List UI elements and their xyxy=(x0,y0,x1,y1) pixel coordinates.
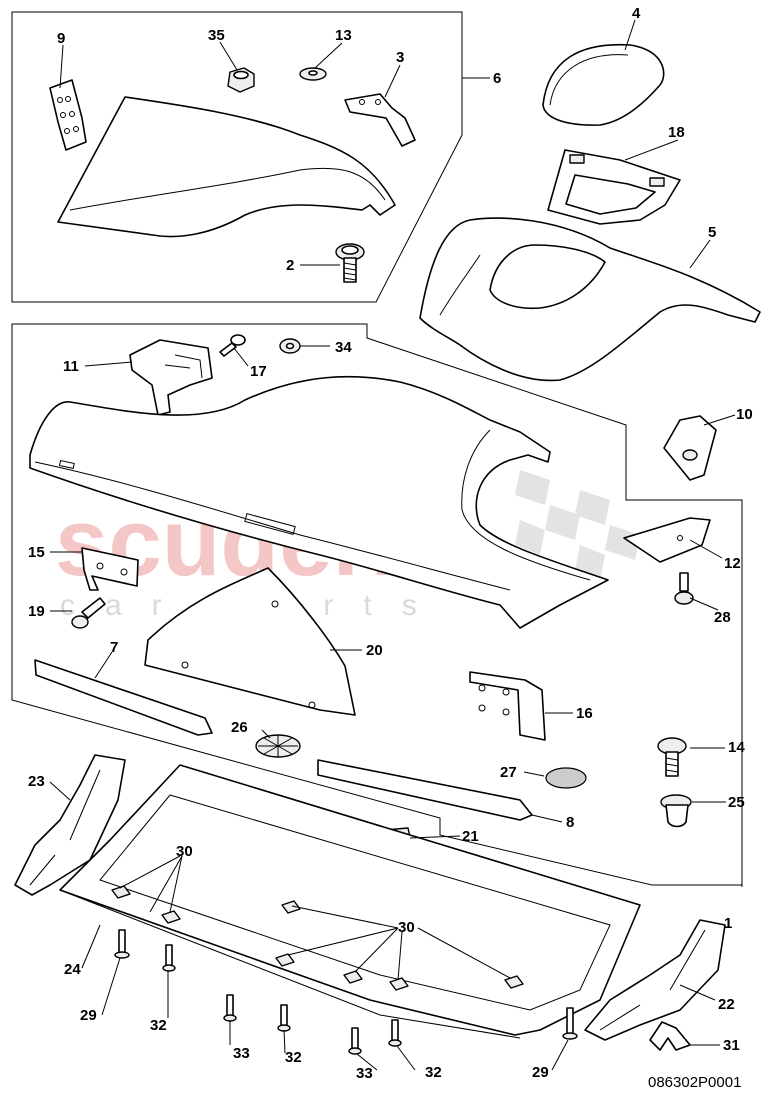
part-9-bracket xyxy=(49,79,87,151)
callout-1: 1 xyxy=(724,915,732,932)
part-12-flap xyxy=(623,517,711,563)
callout-7: 7 xyxy=(110,639,118,656)
part-16-bracket xyxy=(469,671,546,741)
callout-14: 14 xyxy=(728,739,745,756)
callout-12: 12 xyxy=(724,555,741,572)
part-10-bracket xyxy=(663,415,717,481)
part-11-bracket xyxy=(129,339,213,416)
part-15-bracket xyxy=(81,547,139,591)
rear-panel xyxy=(29,375,609,629)
callout-33-b: 33 xyxy=(356,1065,373,1082)
leader-lines xyxy=(49,19,743,1071)
part-32-screw-b xyxy=(277,1004,291,1032)
screws xyxy=(114,929,578,1055)
callout-24: 24 xyxy=(64,961,81,978)
callout-5: 5 xyxy=(708,224,716,241)
part-33-screw-b xyxy=(348,1027,362,1055)
callout-30-lower: 30 xyxy=(398,919,415,936)
callout-28: 28 xyxy=(714,609,731,626)
callout-26: 26 xyxy=(231,719,248,736)
part-2-screw xyxy=(335,243,365,283)
callout-29-left: 29 xyxy=(80,1007,97,1024)
part-29-screw-left xyxy=(114,929,130,959)
callout-9: 9 xyxy=(57,30,65,47)
part-18-frame xyxy=(547,149,681,225)
part-33-screw-a xyxy=(223,994,237,1022)
callout-16: 16 xyxy=(576,705,593,722)
callout-15: 15 xyxy=(28,544,45,561)
callout-11: 11 xyxy=(63,358,79,375)
part-29-screw-right xyxy=(562,1007,578,1040)
callout-29-right: 29 xyxy=(532,1064,549,1081)
callout-20: 20 xyxy=(366,642,383,659)
callout-18: 18 xyxy=(668,124,685,141)
part-34-washer xyxy=(279,338,301,354)
callout-13: 13 xyxy=(335,27,352,44)
part-4-lid xyxy=(542,43,665,126)
part-25-grommet xyxy=(660,794,692,828)
callout-35: 35 xyxy=(208,27,225,44)
callout-23: 23 xyxy=(28,773,45,790)
part-14-screw xyxy=(657,737,687,777)
part-19-screw xyxy=(71,597,106,629)
part-28-screw xyxy=(674,572,694,605)
part-30-nuts xyxy=(111,885,524,991)
callout-10: 10 xyxy=(736,406,753,423)
part-32-screw-a xyxy=(162,944,176,972)
callout-3: 3 xyxy=(396,49,404,66)
part-27-mesh xyxy=(545,767,587,789)
callout-4: 4 xyxy=(632,5,641,22)
part-17-screw xyxy=(219,334,246,357)
callout-33-a: 33 xyxy=(233,1045,250,1062)
callout-22: 22 xyxy=(718,996,735,1013)
part-5-console xyxy=(419,217,761,382)
checkered-flag xyxy=(515,470,640,580)
callout-34: 34 xyxy=(335,339,352,356)
part-22-rail xyxy=(584,919,726,1041)
callout-32-c: 32 xyxy=(425,1064,442,1081)
part-6-cover xyxy=(57,96,396,238)
part-13-washer xyxy=(299,67,327,81)
part-26-grille xyxy=(255,734,301,758)
part-3-bracket xyxy=(344,93,416,147)
callout-32-a: 32 xyxy=(150,1017,167,1034)
part-7-strip xyxy=(34,659,213,736)
part-24-tray xyxy=(59,764,641,1039)
part-32-screw-c xyxy=(388,1019,402,1047)
group-box-middle xyxy=(11,323,743,886)
callout-30-upper: 30 xyxy=(176,843,193,860)
callout-32-b: 32 xyxy=(285,1049,302,1066)
part-8-strip xyxy=(317,759,533,821)
callout-25: 25 xyxy=(728,794,745,811)
part-23-rail xyxy=(14,754,126,896)
part-20-panel xyxy=(144,567,356,716)
callout-labels: 9 35 13 3 6 4 18 2 5 34 11 17 10 15 12 1… xyxy=(28,5,753,1091)
callout-21: 21 xyxy=(462,828,479,845)
callout-2: 2 xyxy=(286,257,294,274)
part-31-clip xyxy=(649,1021,691,1051)
callout-6: 6 xyxy=(493,70,501,87)
callout-17: 17 xyxy=(250,363,267,380)
part-35-nut xyxy=(227,67,255,93)
group-box-top xyxy=(11,11,463,303)
callout-31: 31 xyxy=(723,1037,740,1054)
diagram-code: 086302P0001 xyxy=(648,1074,741,1091)
callout-19: 19 xyxy=(28,603,45,620)
callout-27: 27 xyxy=(500,764,517,781)
callout-8: 8 xyxy=(566,814,574,831)
